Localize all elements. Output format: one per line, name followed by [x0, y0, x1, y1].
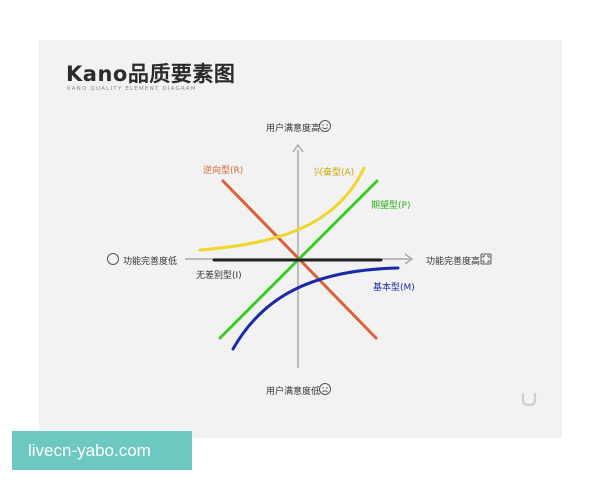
label-attractive: 兴奋型(A)	[314, 168, 355, 178]
axis-label-right: 功能完善度高	[426, 257, 481, 267]
sad-icon	[319, 383, 331, 395]
watermark-banner: livecn-yabo.com	[12, 431, 192, 470]
axis-label-top: 用户满意度高	[266, 124, 321, 134]
brand-logo-icon	[521, 393, 537, 407]
label-must-be: 基本型(M)	[373, 283, 415, 293]
label-indifferent: 无差别型(I)	[196, 271, 242, 281]
diagram-title: Kano品质要素图	[66, 62, 236, 86]
x-axis-arrow	[404, 253, 414, 265]
diagram-subtitle: KANO QUALITY ELEMENT DIAGRAM	[67, 86, 197, 92]
label-reverse: 逆向型(R)	[203, 166, 244, 176]
y-axis-arrow	[292, 143, 304, 153]
axis-label-bottom: 用户满意度低	[266, 387, 321, 397]
curve-must-be	[231, 266, 400, 351]
smile-icon	[319, 120, 331, 132]
diagram-card	[39, 40, 562, 438]
axis-label-left: 功能完善度低	[123, 257, 178, 267]
curve-attractive	[198, 166, 366, 252]
full-frame-icon	[480, 253, 492, 265]
label-performance: 期望型(P)	[371, 201, 411, 211]
empty-circle-icon	[107, 253, 119, 265]
